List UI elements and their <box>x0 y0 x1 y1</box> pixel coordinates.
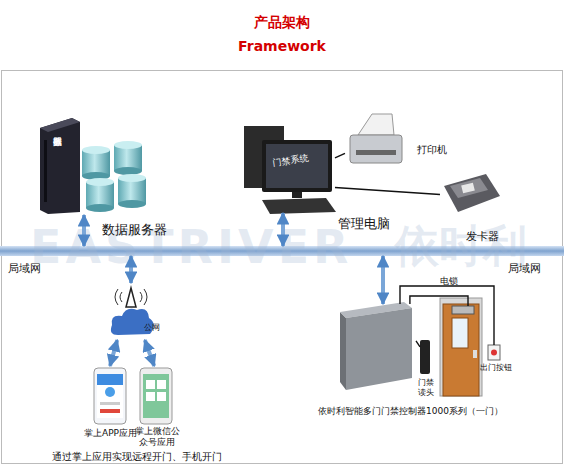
cable-line <box>400 286 494 345</box>
network-arrow <box>281 213 285 246</box>
network-arrow <box>110 340 117 366</box>
printer-illustration <box>350 114 402 163</box>
diagram-title: 产品架构 Framework <box>232 10 332 58</box>
card-issuer-illustration <box>444 174 500 212</box>
electric-lock-node: 电锁 <box>452 306 474 314</box>
controller-illustration <box>340 302 412 390</box>
exit-button-illustration <box>488 345 500 360</box>
lock-illustration <box>452 306 474 314</box>
card-reader-node: 门禁 读头 <box>420 340 430 374</box>
watermark: 依时利 <box>395 220 527 273</box>
node-label: 依时利智能多门门禁控制器1000系列（一门） <box>318 406 503 417</box>
phone-app-illustration <box>94 368 126 424</box>
cable-line <box>335 188 440 195</box>
server-node: 数据服务器数据服务器 <box>40 120 150 215</box>
node-label: 掌上微信公 众号应用 <box>132 426 182 448</box>
cable-line <box>416 341 420 347</box>
node-label: 管理电脑 <box>338 216 390 232</box>
printer-node: 打印机 <box>345 112 405 167</box>
node-label: 公网 <box>144 323 160 333</box>
network-arrow <box>145 340 154 366</box>
node-label: 掌上APP应用 <box>84 428 137 439</box>
node-label: 电锁 <box>440 276 458 287</box>
reader-illustration <box>420 340 430 374</box>
network-arrow <box>82 215 86 246</box>
phone-app-node: 掌上APP应用 <box>92 366 128 424</box>
door-illustration <box>440 298 482 396</box>
network-arrow <box>129 256 133 283</box>
controller-node: 依时利智能多门门禁控制器1000系列（一门） <box>340 304 416 386</box>
cable-line <box>335 153 345 158</box>
network-label: 局域网 <box>508 262 541 275</box>
cable-line <box>410 296 468 306</box>
exit-button-node: 出门按钮 <box>488 345 500 360</box>
node-label: 门禁 读头 <box>417 378 434 397</box>
caption-note: 通过掌上应用实现远程开门、手机开门 <box>52 451 222 463</box>
watermark: EASTRIVER <box>30 220 353 275</box>
lan-node: 局域网局域网 <box>0 246 564 256</box>
node-label: 发卡器 <box>466 230 499 243</box>
internet-node: 公网 <box>108 283 154 340</box>
node-label: 打印机 <box>417 144 447 156</box>
network-arrow <box>381 256 385 304</box>
network-label: 局域网 <box>8 262 41 275</box>
computer-illustration <box>244 126 336 214</box>
server-illustration <box>40 118 146 214</box>
card-issuer-node: 发卡器 <box>440 172 500 217</box>
screen-text: 门禁系统 <box>272 153 309 169</box>
outer-frame <box>2 71 563 464</box>
computer-node: 门禁系统管理电脑 <box>250 128 335 213</box>
phone-wechat-illustration <box>140 368 172 424</box>
node-label: 出门按钮 <box>480 363 512 373</box>
node-label: 数据服务器 <box>102 222 167 238</box>
phone-wechat-node: 掌上微信公 众号应用 <box>138 366 174 424</box>
